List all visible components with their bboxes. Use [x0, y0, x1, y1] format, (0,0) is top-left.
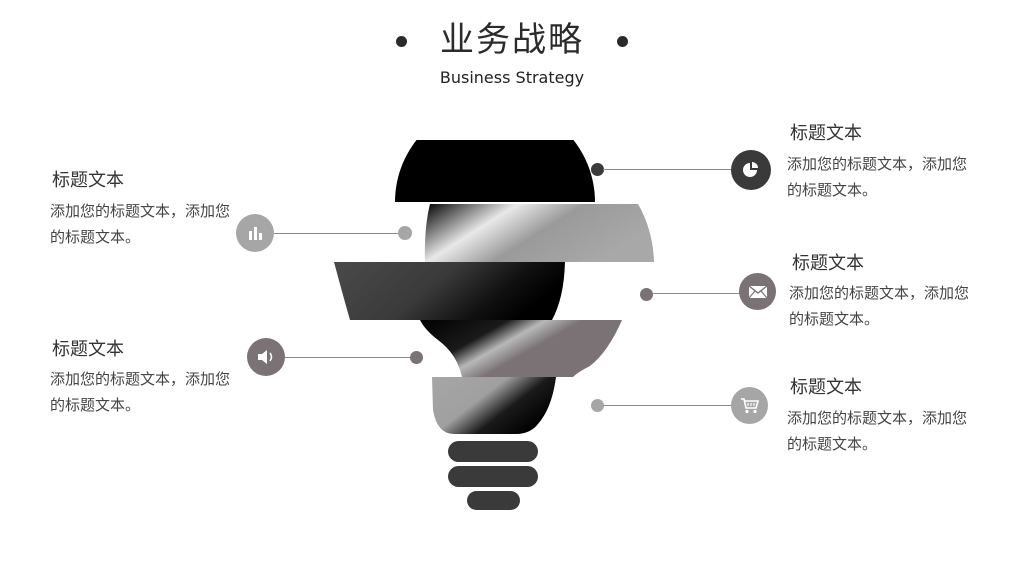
right-item-2-connector: [652, 293, 742, 294]
title-right-dot: [617, 36, 628, 47]
bulb-ring-3: [467, 491, 520, 510]
left-item-2-connector: [285, 357, 413, 358]
left-item-2-dot: [410, 351, 423, 364]
envelope-icon: [739, 273, 776, 310]
right-item-2-dot: [640, 288, 653, 301]
pie-chart-icon: [731, 150, 771, 190]
bulb-slice-3: [420, 320, 622, 377]
right-item-1-connector: [603, 169, 733, 170]
right-item-1-title: 标题文本: [790, 123, 862, 144]
bulb-slice-4: [432, 377, 556, 434]
right-item-2-title: 标题文本: [792, 253, 864, 274]
left-item-1-connector: [274, 233, 400, 234]
title-wrap: 业务战略: [0, 12, 1024, 61]
right-item-2-desc: 添加您的标题文本，添加您的标题文本。: [789, 284, 970, 328]
left-item-2-desc: 添加您的标题文本，添加您的标题文本。: [50, 370, 231, 414]
left-item-2-title: 标题文本: [52, 339, 124, 360]
bulb-slice-1: [424, 204, 654, 262]
page-title: 业务战略: [440, 20, 584, 60]
bulb-top-dome: [395, 140, 595, 202]
right-item-1-desc: 添加您的标题文本，添加您的标题文本。: [787, 155, 968, 199]
right-item-3-desc: 添加您的标题文本，添加您的标题文本。: [787, 409, 968, 453]
speaker-icon: [247, 338, 285, 376]
bulb-ring-2: [448, 466, 538, 487]
left-item-1-dot: [398, 226, 412, 240]
title-left-dot: [396, 36, 407, 47]
cart-icon: [731, 387, 768, 424]
lightbulb-graphic: [334, 140, 654, 510]
bar-chart-icon: [236, 214, 274, 252]
bulb-ring-1: [448, 441, 538, 462]
page-subtitle: Business Strategy: [439, 68, 585, 87]
bulb-slice-2: [334, 262, 565, 320]
right-item-1-dot: [591, 163, 604, 176]
right-item-3-title: 标题文本: [790, 377, 862, 398]
right-item-3-connector: [603, 405, 733, 406]
left-item-1-desc: 添加您的标题文本，添加您的标题文本。: [50, 202, 231, 246]
right-item-3-dot: [591, 399, 604, 412]
left-item-1-title: 标题文本: [52, 170, 124, 191]
